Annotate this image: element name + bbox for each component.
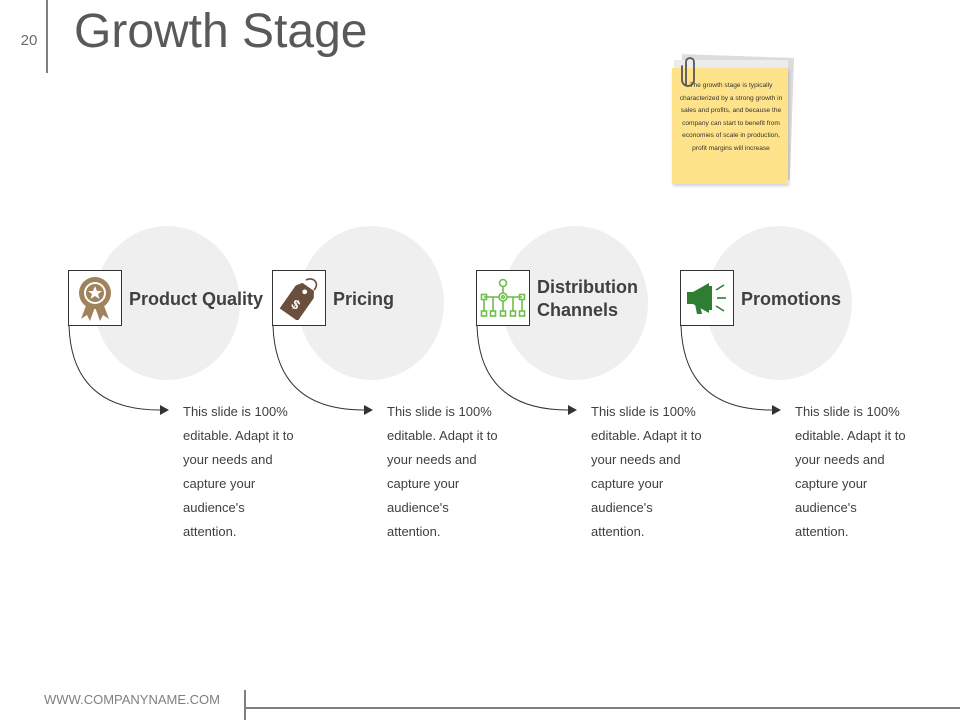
stage-icon-box: $ (272, 270, 326, 326)
network-diagram-icon (480, 278, 526, 317)
stage-label: Distribution Channels (537, 277, 638, 320)
stage-description: This slide is 100% editable. Adapt it to… (183, 404, 294, 539)
curved-arrow (68, 325, 169, 415)
stage-label: Product Quality (129, 288, 264, 309)
stage-distribution-channels: Distribution Channels This slide is 100%… (476, 226, 702, 556)
curved-arrow (272, 325, 373, 415)
stage-pricing: $ Pricing This slide is 100% editable. A… (272, 226, 498, 556)
paperclip-icon (681, 57, 695, 87)
stage-description: This slide is 100% editable. Adapt it to… (591, 404, 702, 539)
sticky-note-front-sheet (672, 68, 788, 184)
stage-icon-box (680, 270, 734, 326)
footer-divider-vertical (244, 690, 246, 720)
stage-product-quality: Product Quality This slide is 100% edita… (68, 226, 294, 556)
megaphone-icon (687, 283, 726, 314)
price-tag-icon: $ (279, 278, 318, 320)
stage-label: Pricing (333, 288, 395, 309)
curved-arrow (476, 325, 577, 415)
slide-title: Growth Stage (74, 5, 368, 58)
stage-description: This slide is 100% editable. Adapt it to… (387, 404, 498, 539)
sticky-note: The growth stage is typically characteri… (668, 54, 795, 186)
stage-promotions: Promotions This slide is 100% editable. … (680, 226, 906, 556)
curved-arrow (680, 325, 781, 415)
title-divider (46, 0, 48, 73)
footer-company-url: WWW.COMPANYNAME.COM (44, 692, 220, 707)
slide-number: 20 (20, 32, 38, 49)
stage-description: This slide is 100% editable. Adapt it to… (795, 404, 906, 539)
stage-icon-box (476, 270, 530, 326)
stage-icon-box (68, 270, 122, 326)
sticky-note-text: The growth stage is typically characteri… (679, 82, 783, 152)
stage-label: Promotions (741, 288, 842, 309)
footer-divider-horizontal (246, 707, 960, 709)
award-ribbon-icon (79, 277, 111, 321)
